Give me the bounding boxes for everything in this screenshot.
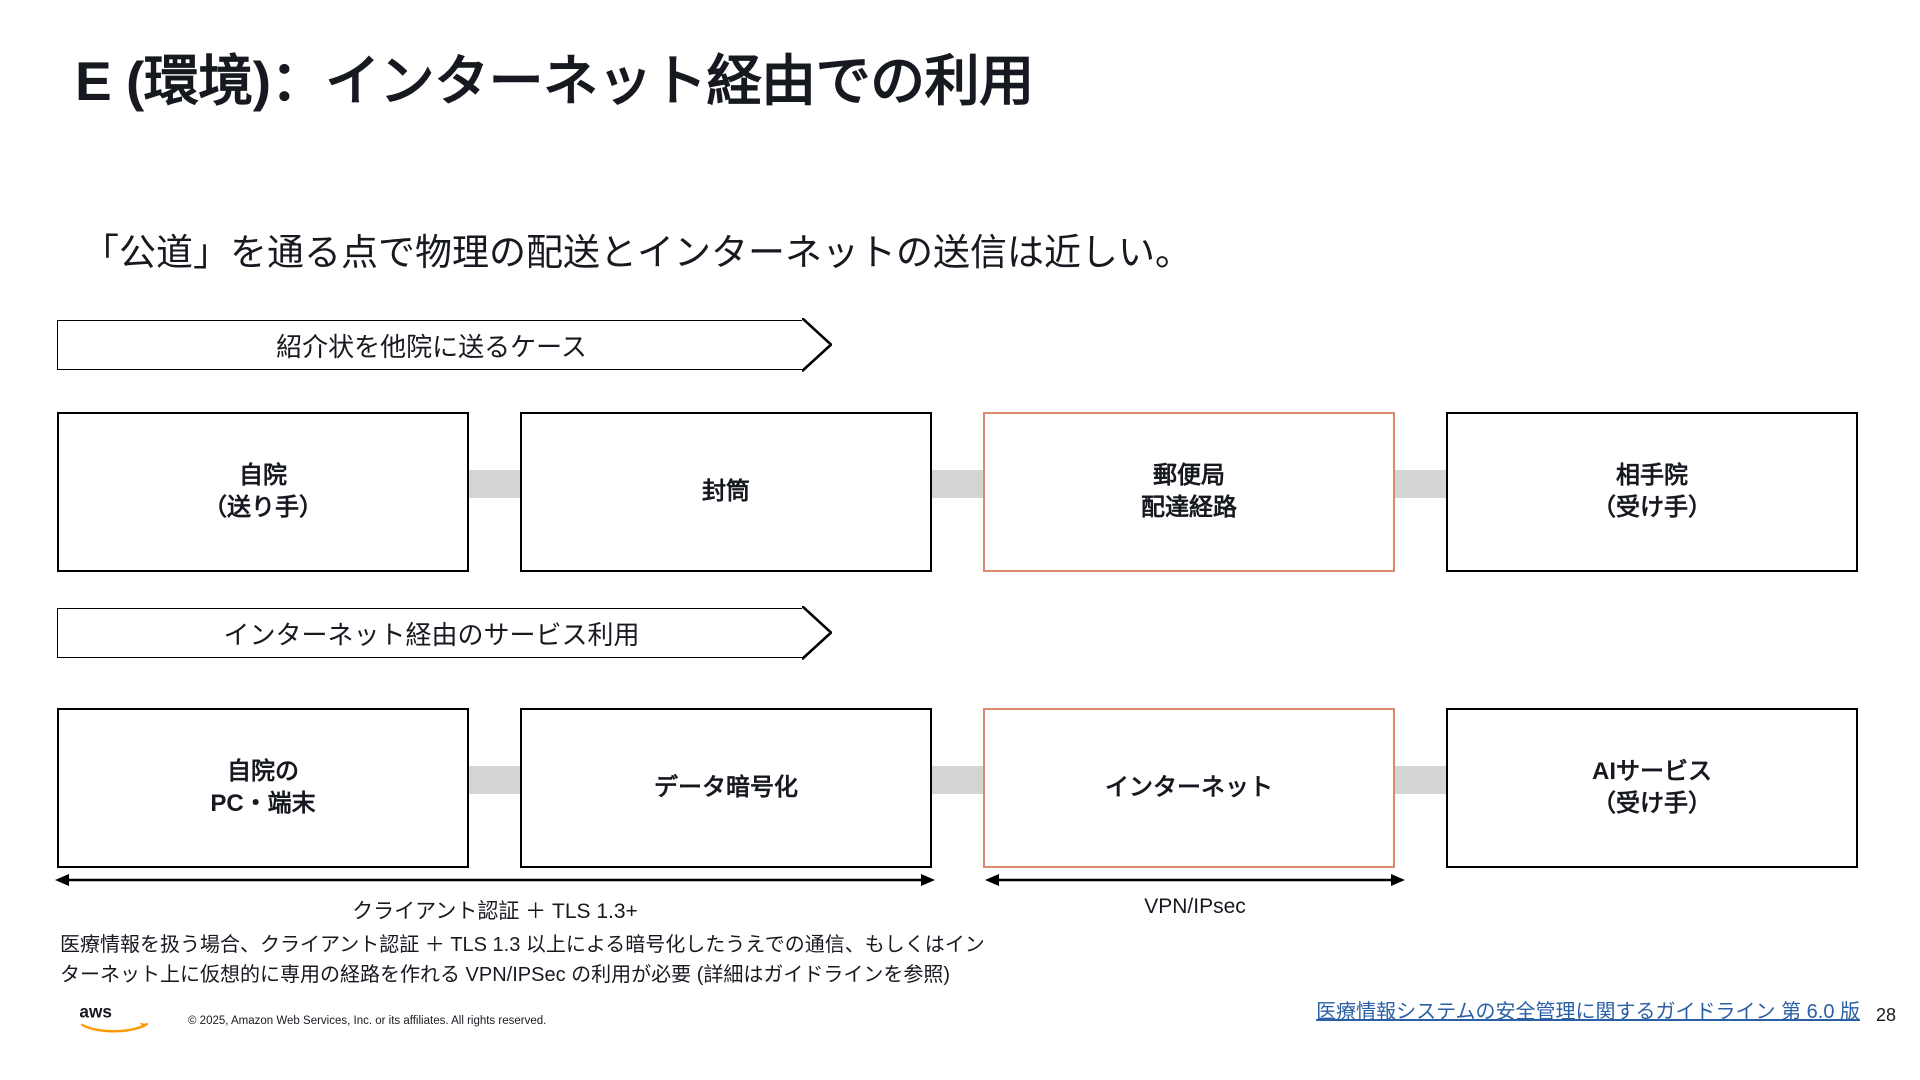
- process-box-2-1[interactable]: 自院の PC・端末: [57, 708, 469, 868]
- page-number: 28: [1875, 1005, 1896, 1025]
- banner-section-2: インターネット経由のサービス利用: [57, 606, 832, 660]
- process-row-2: 自院の PC・端末 データ暗号化 インターネット AIサービス （受け手）: [57, 708, 1877, 868]
- box-label-line2: （受け手）: [1592, 790, 1712, 817]
- process-box-1-4[interactable]: 相手院 （受け手）: [1446, 412, 1858, 572]
- note-paragraph: 医療情報を扱う場合、クライアント認証 ＋ TLS 1.3 以上による暗号化したう…: [60, 930, 1240, 991]
- note-line-2: ターネット上に仮想的に専用の経路を作れる VPN/IPSec の利用が必要 (詳…: [60, 964, 951, 987]
- box-label-line2: PC・端末: [210, 790, 316, 817]
- process-box-1-3[interactable]: 郵便局 配達経路: [983, 412, 1395, 572]
- banner-section-1: 紹介状を他院に送るケース: [57, 318, 832, 372]
- measure-arrow-tls: [55, 870, 935, 890]
- connector-2-2: [924, 766, 991, 794]
- box-label-line1: 自院の: [227, 757, 299, 785]
- box-label-line2: 配達経路: [1141, 494, 1237, 521]
- box-label-line1: 封筒: [702, 477, 750, 505]
- process-box-1-2[interactable]: 封筒: [520, 412, 932, 572]
- box-label-line1: 郵便局: [1153, 461, 1225, 489]
- banner-body: [57, 608, 802, 658]
- measure-label-vpn: VPN/IPsec: [1144, 895, 1246, 918]
- box-label-line1: 自院: [239, 461, 287, 489]
- box-label-line1: AIサービス: [1592, 757, 1712, 785]
- connector-2-3: [1387, 766, 1454, 794]
- banner-body: [57, 320, 802, 370]
- banner-label-2: インターネット経由のサービス利用: [223, 619, 640, 650]
- connector-1-1: [461, 470, 528, 498]
- measure-label-tls: クライアント認証 ＋ TLS 1.3+: [352, 900, 638, 923]
- process-box-2-3[interactable]: インターネット: [983, 708, 1395, 868]
- box-label-line1: インターネット: [1105, 773, 1273, 801]
- box-label-line2: （受け手）: [1592, 494, 1712, 521]
- aws-logo: aws: [78, 1000, 164, 1034]
- box-label-line1: 相手院: [1616, 461, 1688, 489]
- lead-sentence: 「公道」を通る点で物理の配送とインターネットの送信は近しい。: [82, 232, 1192, 273]
- process-row-1: 自院 （送り手） 封筒 郵便局 配達経路 相手院 （受け手）: [57, 412, 1877, 572]
- note-line-1: 医療情報を扱う場合、クライアント認証 ＋ TLS 1.3 以上による暗号化したう…: [60, 934, 985, 956]
- chevron-right-icon: [802, 318, 832, 372]
- connector-1-3: [1387, 470, 1454, 498]
- box-label-line2: （送り手）: [203, 494, 323, 521]
- connector-2-1: [461, 766, 528, 794]
- connector-1-2: [924, 470, 991, 498]
- banner-label-1: 紹介状を他院に送るケース: [276, 331, 587, 362]
- reference-link[interactable]: 医療情報システムの安全管理に関するガイドライン 第 6.0 版: [1316, 1001, 1860, 1023]
- process-box-1-1[interactable]: 自院 （送り手）: [57, 412, 469, 572]
- page-title: E (環境)：インターネット経由での利用: [75, 50, 1034, 112]
- measure-arrow-vpn: [985, 870, 1405, 890]
- copyright-text: © 2025, Amazon Web Services, Inc. or its…: [188, 1015, 547, 1027]
- chevron-right-icon: [802, 606, 832, 660]
- process-box-2-2[interactable]: データ暗号化: [520, 708, 932, 868]
- box-label-line1: データ暗号化: [654, 773, 798, 801]
- process-box-2-4[interactable]: AIサービス （受け手）: [1446, 708, 1858, 868]
- svg-text:aws: aws: [79, 1002, 112, 1022]
